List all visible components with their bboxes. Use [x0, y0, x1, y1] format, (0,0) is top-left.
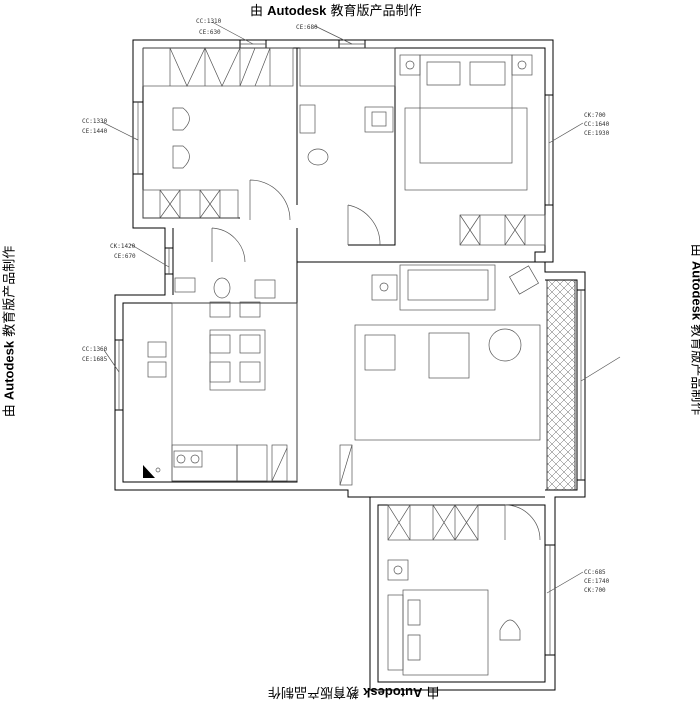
- label-left-upper-2: CE:1440: [82, 128, 108, 135]
- label-top-mid: CE:680: [296, 24, 318, 31]
- dining-kitchen: [143, 301, 298, 482]
- wardrobes: [142, 47, 546, 541]
- label-top-left-2: CE:630: [199, 29, 221, 36]
- label-left-lower-2: CE:1685: [82, 356, 108, 363]
- label-right-lower-1: CC:685: [584, 569, 606, 576]
- watermark-top: 由 Autodesk 教育版产品制作: [250, 3, 422, 19]
- label-left-lower-1: CC:1360: [82, 346, 108, 353]
- outer-walls: [114, 39, 586, 691]
- bathroom-fixtures: [174, 47, 396, 299]
- label-right-upper-2: CC:1640: [584, 121, 610, 128]
- label-left-mid-2: CE:670: [114, 253, 136, 260]
- second-bedroom: [387, 559, 521, 676]
- label-left-upper-1: CC:1330: [82, 118, 108, 125]
- study-chairs: [172, 107, 190, 169]
- label-left-mid-1: CK:1420: [110, 243, 136, 250]
- label-right-lower-2: CE:1740: [584, 578, 610, 585]
- label-right-upper-3: CE:1930: [584, 130, 610, 137]
- label-right-lower-3: CK:700: [584, 587, 606, 594]
- label-right-upper-1: CK:700: [584, 112, 606, 119]
- master-bed: [399, 54, 533, 191]
- living-room-furniture: [339, 264, 576, 541]
- windows: [114, 39, 586, 656]
- label-top-left-1: CC:1310: [196, 18, 222, 25]
- window-labels: CC:1310 CE:630 CE:680 CC:1330 CE:1440 CK…: [82, 18, 621, 594]
